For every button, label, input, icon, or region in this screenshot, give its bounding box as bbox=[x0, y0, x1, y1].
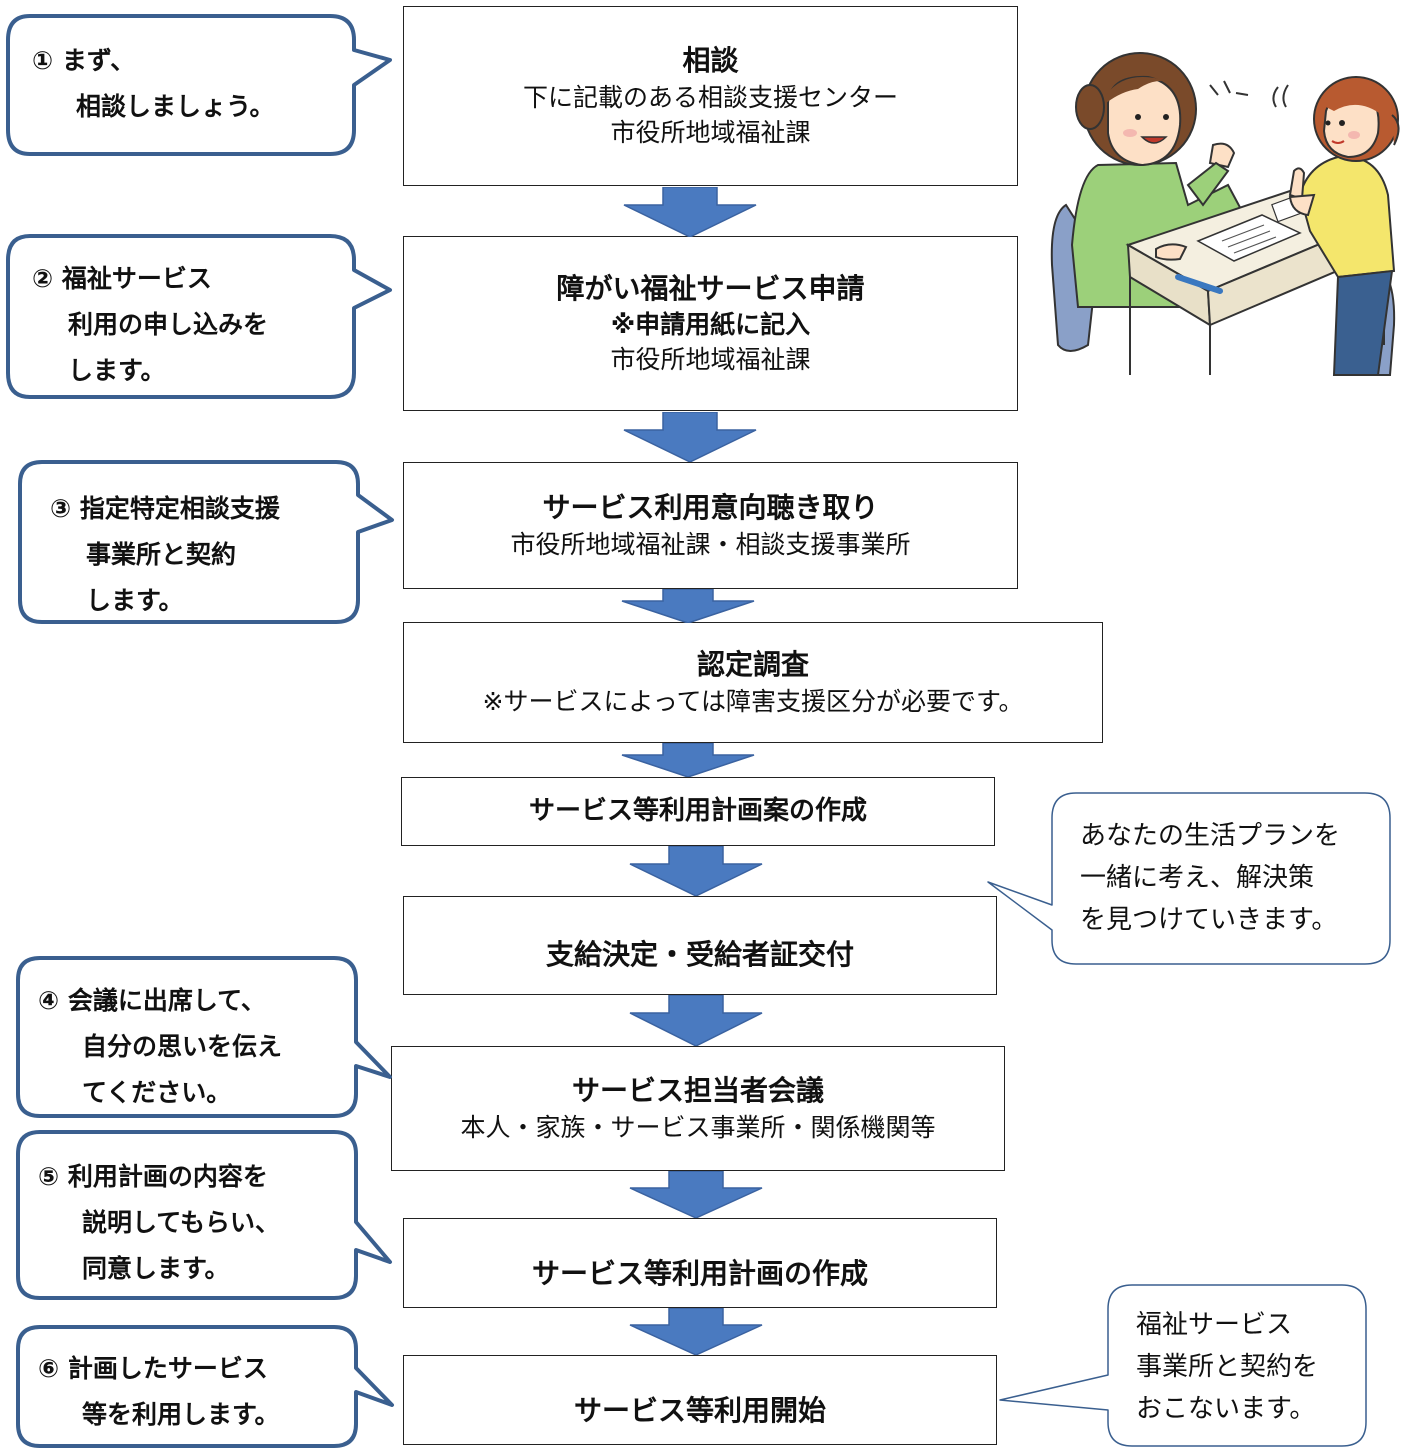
note-line: 一緒に考え、解決策 bbox=[1080, 863, 1315, 893]
step-plan-final: サービス等利用計画の作成 bbox=[403, 1218, 997, 1308]
step-decision: 支給決定・受給者証交付 bbox=[403, 896, 997, 995]
callout-text-2: ② 福祉サービス 利用の申し込みを します。 bbox=[32, 256, 268, 394]
down-arrow-icon bbox=[629, 995, 763, 1046]
step-consultation: 相談 下に記載のある相談支援センター 市役所地域福祉課 bbox=[403, 6, 1018, 186]
callout-line: 相談しましょう。 bbox=[76, 92, 275, 121]
down-arrow-icon bbox=[623, 187, 757, 237]
step-title: サービス利用意向聴き取り bbox=[542, 491, 879, 525]
down-arrow-icon bbox=[629, 846, 763, 896]
callout-line: 自分の思いを伝え bbox=[82, 1032, 283, 1061]
step-assessment: 認定調査 ※サービスによっては障害支援区分が必要です。 bbox=[403, 622, 1103, 743]
step-line: 本人・家族・サービス事業所・関係機関等 bbox=[460, 1112, 936, 1142]
step-hearing: サービス利用意向聴き取り 市役所地域福祉課・相談支援事業所 bbox=[403, 462, 1018, 589]
callout-line: ⑤ 利用計画の内容を bbox=[38, 1162, 268, 1191]
step-title: 障がい福祉サービス申請 bbox=[556, 271, 865, 305]
down-arrow-icon bbox=[629, 1171, 763, 1218]
callout-text-3: ③ 指定特定相談支援 事業所と契約 します。 bbox=[50, 486, 280, 624]
step-line: ※サービスによっては障害支援区分が必要です。 bbox=[482, 686, 1024, 716]
note-line: 事業所と契約を bbox=[1136, 1352, 1319, 1382]
note-text-2: 福祉サービス 事業所と契約を おこないます。 bbox=[1136, 1304, 1318, 1430]
note-line: 福祉サービス bbox=[1136, 1310, 1293, 1340]
callout-line: 等を利用します。 bbox=[82, 1400, 280, 1429]
step-title: サービス等利用計画の作成 bbox=[531, 1257, 868, 1291]
callout-line: 利用の申し込みを bbox=[68, 310, 269, 339]
consultation-illustration bbox=[1050, 52, 1400, 376]
step-start: サービス等利用開始 bbox=[403, 1355, 997, 1445]
callout-line: ④ 会議に出席して、 bbox=[38, 986, 266, 1015]
step-application: 障がい福祉サービス申請 ※申請用紙に記入 市役所地域福祉課 bbox=[403, 236, 1018, 411]
step-title: サービス等利用計画案の作成 bbox=[528, 796, 867, 827]
callout-line: します。 bbox=[68, 356, 166, 385]
callout-text-6: ⑥ 計画したサービス 等を利用します。 bbox=[38, 1346, 280, 1438]
callout-line: します。 bbox=[86, 586, 184, 615]
step-line: 市役所地域福祉課 bbox=[610, 117, 811, 147]
callout-line: 事業所と契約 bbox=[86, 540, 237, 569]
step-title: 支給決定・受給者証交付 bbox=[545, 937, 854, 971]
down-arrow-icon bbox=[621, 743, 755, 777]
step-line: 市役所地域福祉課・相談支援事業所 bbox=[510, 529, 911, 559]
step-plan-draft: サービス等利用計画案の作成 bbox=[401, 777, 995, 846]
note-line: を見つけていきます。 bbox=[1080, 905, 1338, 935]
step-line: 市役所地域福祉課 bbox=[610, 345, 811, 375]
step-title: 認定調査 bbox=[696, 648, 809, 682]
step-title: サービス等利用開始 bbox=[573, 1394, 826, 1428]
callout-line: 同意します。 bbox=[82, 1254, 230, 1283]
note-text-1: あなたの生活プランを 一緒に考え、解決策 を見つけていきます。 bbox=[1080, 815, 1340, 941]
callout-text-4: ④ 会議に出席して、 自分の思いを伝え てください。 bbox=[38, 978, 282, 1116]
callout-text-1: ① まず、 相談しましょう。 bbox=[32, 38, 275, 130]
step-line: 下に記載のある相談支援センター bbox=[522, 82, 898, 112]
note-line: あなたの生活プランを bbox=[1080, 821, 1341, 851]
callout-line: ⑥ 計画したサービス bbox=[38, 1354, 268, 1383]
step-line: ※申請用紙に記入 bbox=[610, 310, 811, 340]
step-title: サービス担当者会議 bbox=[571, 1074, 824, 1108]
step-title: 相談 bbox=[682, 44, 739, 78]
callout-text-5: ⑤ 利用計画の内容を 説明してもらい、 同意します。 bbox=[38, 1154, 280, 1292]
down-arrow-icon bbox=[621, 589, 755, 623]
callout-line: ③ 指定特定相談支援 bbox=[50, 494, 280, 523]
step-meeting: サービス担当者会議 本人・家族・サービス事業所・関係機関等 bbox=[391, 1046, 1005, 1171]
callout-line: 説明してもらい、 bbox=[82, 1208, 281, 1237]
callout-line: ② 福祉サービス bbox=[32, 264, 212, 293]
down-arrow-icon bbox=[623, 412, 757, 462]
callout-line: てください。 bbox=[82, 1078, 232, 1107]
callout-line: ① まず、 bbox=[32, 46, 136, 75]
note-line: おこないます。 bbox=[1136, 1394, 1316, 1424]
down-arrow-icon bbox=[629, 1308, 763, 1355]
